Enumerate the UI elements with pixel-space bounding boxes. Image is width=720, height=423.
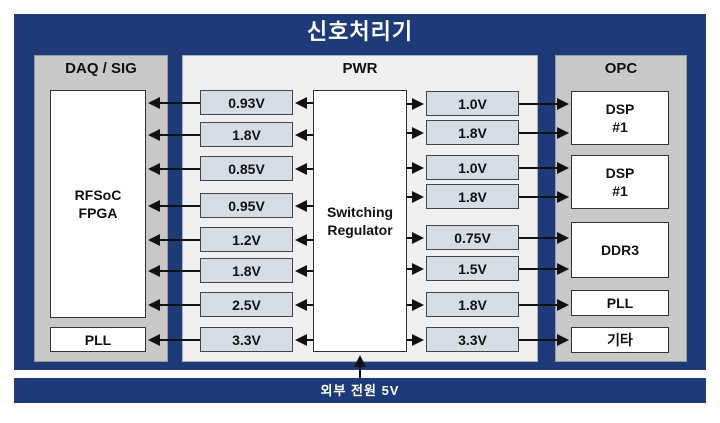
daq-sig-label: DAQ / SIG [65, 60, 137, 77]
dsp-box-2: DSP #1 [571, 155, 669, 209]
right-voltage-box: 1.0V [426, 155, 519, 180]
left-voltage-box: 1.8V [200, 258, 293, 283]
left-voltage-box: 3.3V [200, 327, 293, 352]
left-voltage-box: 0.95V [200, 193, 293, 218]
ddr3-box: DDR3 [571, 222, 669, 278]
right-voltage-box: 3.3V [426, 327, 519, 352]
external-power-bar: 외부 전원 5V [14, 378, 706, 403]
right-voltage-box: 1.5V [426, 256, 519, 281]
pwr-label: PWR [342, 60, 378, 77]
right-voltage-box: 1.8V [426, 120, 519, 145]
switching-regulator-box: Switching Regulator [313, 90, 407, 352]
left-voltage-box: 1.2V [200, 227, 293, 252]
etc-box: 기타 [571, 327, 669, 353]
right-voltage-box: 1.0V [426, 91, 519, 116]
opc-pll-box: PLL [571, 290, 669, 316]
left-voltage-box: 0.85V [200, 156, 293, 181]
right-voltage-box: 0.75V [426, 225, 519, 250]
right-voltage-box: 1.8V [426, 184, 519, 209]
daq-pll-box: PLL [50, 327, 146, 352]
left-voltage-box: 0.93V [200, 90, 293, 115]
rfsoc-fpga-box: RFSoC FPGA [50, 90, 146, 318]
opc-label: OPC [604, 60, 638, 77]
dsp-box-1: DSP #1 [571, 91, 669, 145]
right-voltage-box: 1.8V [426, 292, 519, 317]
diagram-title: 신호처리기 [306, 19, 414, 44]
left-voltage-box: 1.8V [200, 122, 293, 147]
left-voltage-box: 2.5V [200, 292, 293, 317]
